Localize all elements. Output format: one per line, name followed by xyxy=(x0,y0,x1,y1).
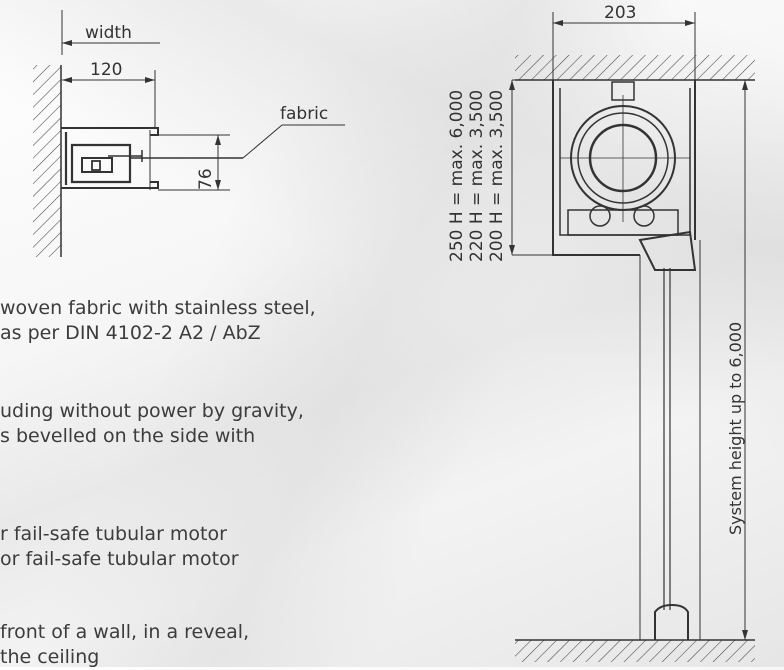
height-250-label: 250 H = max. 6,000 xyxy=(447,90,467,262)
text-line: woven fabric with stainless steel, xyxy=(0,297,316,319)
right-section-drawing xyxy=(509,12,755,662)
floor-weight xyxy=(654,603,689,640)
text-line: as per DIN 4102-2 A2 / AbZ xyxy=(0,322,261,344)
ceiling-hatching xyxy=(515,55,755,80)
text-line: s bevelled on the side with xyxy=(0,425,256,447)
text-block-mounting: front of a wall, in a reveal, the ceilin… xyxy=(0,620,249,670)
fabric-label: fabric xyxy=(280,104,328,124)
text-block-gravity: uding without power by gravity, s bevell… xyxy=(0,399,304,449)
bottom-bar xyxy=(638,230,697,271)
dim-76-label: 76 xyxy=(196,168,216,190)
text-block-fabric: woven fabric with stainless steel, as pe… xyxy=(0,296,316,346)
height-220-label: 220 H = max. 3,500 xyxy=(467,90,487,262)
profile-insert xyxy=(81,157,113,173)
system-height-label: System height up to 6,000 xyxy=(726,322,745,535)
left-detail-drawing xyxy=(33,10,345,257)
dim-203-label: 203 xyxy=(604,3,636,23)
text-line: the ceiling xyxy=(0,646,100,668)
text-block-motor: r fail-safe tubular motor or fail-safe t… xyxy=(0,522,239,572)
text-line: front of a wall, in a reveal, xyxy=(0,621,250,643)
width-label: width xyxy=(85,23,132,43)
text-line: or fail-safe tubular motor xyxy=(0,548,239,570)
wall-hatching xyxy=(33,65,61,257)
text-line: uding without power by gravity, xyxy=(0,400,304,422)
floor-hatching xyxy=(515,640,755,662)
dim-120-label: 120 xyxy=(90,60,122,80)
fabric-leader xyxy=(242,124,345,159)
profile-body xyxy=(64,132,132,185)
text-line: r fail-safe tubular motor xyxy=(0,523,227,545)
height-200-label: 200 H = max. 3,500 xyxy=(487,90,507,262)
